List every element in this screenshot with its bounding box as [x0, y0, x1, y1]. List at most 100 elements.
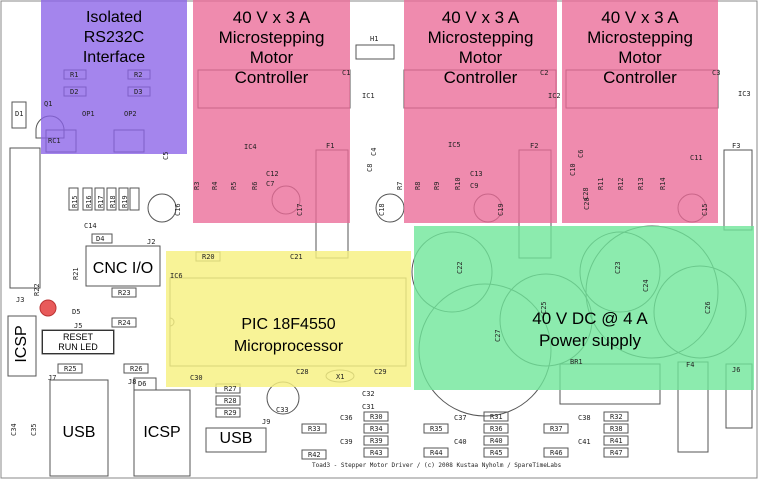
power-block-label: 40 V DC @ 4 A Power supply	[480, 308, 700, 352]
silk-r42: R42	[308, 451, 321, 459]
silk-r2: R2	[134, 71, 143, 79]
silk-c25: C25	[540, 301, 548, 314]
silk-r45: R45	[490, 449, 503, 457]
silk-c14: C14	[84, 222, 97, 230]
silk-r32: R32	[610, 413, 623, 421]
silk-r3: R3	[193, 181, 201, 190]
silk-c19: C19	[497, 203, 505, 216]
silk-r24: R24	[118, 319, 131, 327]
silk-r8: R8	[414, 181, 422, 190]
silk-br1: BR1	[570, 358, 583, 366]
silk-r21: R21	[72, 267, 80, 280]
silk-r14: R14	[659, 177, 667, 190]
silk-c21: C21	[290, 253, 303, 261]
power-label-line1: 40 V DC @ 4 A	[532, 309, 648, 328]
silk-j8: J8	[128, 378, 137, 386]
footer-credit: Toad3 - Stepper Motor Driver / (c) 2008 …	[312, 462, 562, 469]
silk-r22: R22	[33, 283, 41, 296]
silk-ic6: IC6	[170, 272, 183, 280]
silk-r4: R4	[211, 181, 219, 190]
silk-c15: C15	[701, 203, 709, 216]
motor3-label-line3: Motor	[618, 48, 662, 67]
silk-c34: C34	[10, 423, 18, 436]
silk-c28: C28	[296, 368, 309, 376]
silk-x1: X1	[336, 373, 345, 381]
silk-r23: R23	[118, 289, 131, 297]
silk-r37: R37	[550, 425, 563, 433]
silk-c36: C36	[340, 414, 353, 422]
silk-f4: F4	[686, 361, 695, 369]
silk-c32: C32	[362, 390, 375, 398]
pic-microprocessor-block	[166, 251, 411, 387]
silk-c17: C17	[296, 203, 304, 216]
silk-r16: R16	[85, 195, 93, 208]
motor1-label-line2: Microstepping	[218, 28, 325, 47]
silk-c23: C23	[614, 261, 622, 274]
silk-j6: J6	[732, 366, 741, 374]
reset-run-led-label: RESET RUN LED	[42, 330, 114, 354]
silk-r40: R40	[490, 437, 503, 445]
silk-c10: C10	[569, 163, 577, 176]
silk-r9: R9	[433, 181, 441, 190]
silk-c40: C40	[454, 438, 467, 446]
silk-c39: C39	[340, 438, 353, 446]
silk-r1: R1	[70, 71, 79, 79]
silk-j7: J7	[48, 374, 57, 382]
silk-r10: R10	[454, 177, 462, 190]
silk-c28v: C28	[582, 187, 590, 200]
silk-j5: J5	[74, 322, 83, 330]
silk-c1: C1	[342, 69, 351, 77]
silk-r34: R34	[370, 425, 383, 433]
silk-r6: R6	[251, 181, 259, 190]
silk-r33: R33	[308, 425, 321, 433]
silk-op1: OP1	[82, 110, 95, 118]
pic-label-line2: Microprocessor	[233, 338, 344, 355]
reset-label-line1: RESET	[62, 332, 93, 342]
silk-r36: R36	[490, 425, 503, 433]
isolated-block-label: Isolated RS232C Interface	[41, 8, 187, 68]
silk-d3: D3	[134, 88, 143, 96]
silk-c13: C13	[470, 170, 483, 178]
silk-r19: R19	[121, 195, 129, 208]
silk-d6: D6	[138, 380, 147, 388]
silk-c35: C35	[30, 423, 38, 436]
motor1-label-line4: Controller	[234, 68, 309, 87]
silk-r20: R20	[202, 253, 215, 261]
motor-controller-3-label: 40 V x 3 A Microstepping Motor Controlle…	[562, 8, 718, 88]
isolated-label-line3: Interface	[82, 49, 146, 66]
motor-controller-3-block	[562, 0, 718, 223]
silk-ic3: IC3	[738, 90, 751, 98]
silk-c30: C30	[190, 374, 203, 382]
silk-c24: C24	[642, 279, 650, 292]
motor2-label-line3: Motor	[458, 48, 503, 67]
icsp-bottom-label: ICSP	[143, 424, 181, 441]
silk-c4: C4	[370, 147, 378, 156]
silk-c29: C29	[374, 368, 387, 376]
reset-label-line2: RUN LED	[58, 342, 98, 352]
silk-d2: D2	[70, 88, 79, 96]
usb-bottom-label: USB	[219, 430, 253, 447]
silk-ic5: IC5	[448, 141, 461, 149]
pic-block-label: PIC 18F4550 Microprocessor	[166, 314, 411, 358]
silk-r29: R29	[224, 409, 237, 417]
motor-controller-1-block	[193, 0, 350, 223]
power-label-line2: Power supply	[538, 331, 642, 350]
silk-r17: R17	[97, 195, 105, 208]
silk-ic2: IC2	[548, 92, 561, 100]
silk-ic4: IC4	[244, 143, 257, 151]
silk-c37: C37	[454, 414, 467, 422]
silk-r35: R35	[430, 425, 443, 433]
silk-c26: C26	[704, 301, 712, 314]
silk-f2: F2	[530, 142, 539, 150]
silk-r28: R28	[224, 397, 237, 405]
motor1-label-line1: 40 V x 3 A	[232, 8, 311, 27]
motor3-label-line2: Microstepping	[587, 28, 693, 47]
silk-j2: J2	[147, 238, 156, 246]
pic-label-line1: PIC 18F4550	[241, 316, 336, 333]
silk-c18: C18	[378, 203, 386, 216]
silk-r44: R44	[430, 449, 443, 457]
silk-d5: D5	[72, 308, 81, 316]
motor-controller-2-label: 40 V x 3 A Microstepping Motor Controlle…	[404, 8, 557, 88]
silk-r31: R31	[490, 413, 503, 421]
